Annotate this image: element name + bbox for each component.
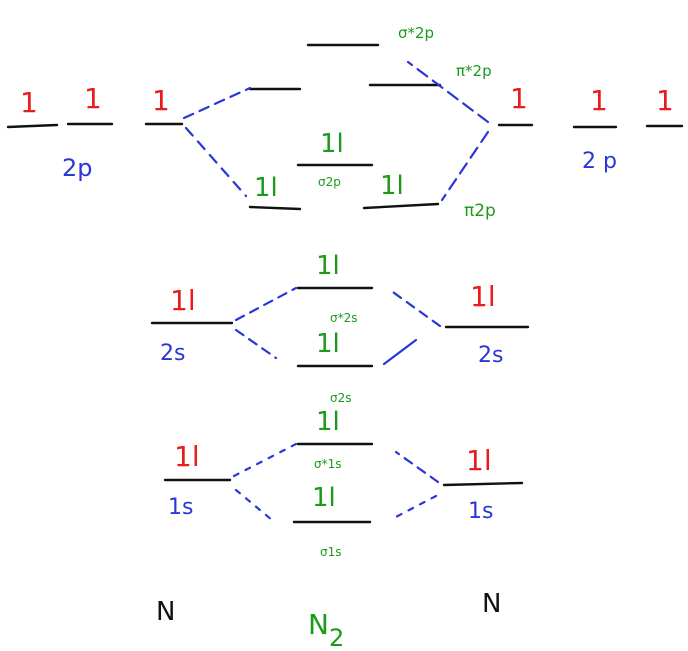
left-2s-electrons: 1l — [170, 284, 196, 317]
right-2p-electron-b: 1 — [590, 84, 608, 117]
left-2p-electron-b: 1 — [84, 82, 102, 115]
right-2p-electron-c: 1 — [656, 84, 674, 117]
pi-2p-electrons-b: 1l — [380, 171, 404, 201]
connector-left-1s-to-sigma — [234, 488, 274, 522]
connector-right-1s-to-sigma — [388, 494, 438, 522]
sigma-1s-electrons: 1l — [312, 483, 336, 513]
mo-2p-set: 1l 1l 1l σ*2p π*2p σ2p π2p — [248, 24, 496, 221]
pi-2p-electrons-a: 1l — [254, 173, 278, 203]
connector-right-2p-to-pi-star — [406, 60, 490, 124]
pi-2p-orbital-b — [362, 202, 440, 210]
right-2p-electron-a: 1 — [510, 82, 528, 115]
molecule-subscript: 2 — [329, 624, 344, 651]
left-atom-name: N — [156, 597, 175, 627]
atom-labels: N N N2 — [156, 589, 501, 651]
right-2s-electrons: 1l — [470, 280, 496, 313]
molecule-name: N2 — [308, 608, 344, 651]
right-2p-label: 2 p — [582, 149, 617, 174]
left-2p-electron-a: 1 — [20, 86, 38, 119]
left-1s-label: 1s — [168, 495, 193, 520]
connector-left-2s-to-sigma — [234, 328, 278, 360]
sigma-star-1s-label: σ*1s — [314, 457, 342, 471]
connector-right-2s-to-sigma-star — [388, 288, 442, 328]
left-2p-orbital-a — [6, 123, 59, 129]
pi-2p-label: π2p — [464, 201, 496, 221]
sigma-2p-label: σ2p — [318, 175, 341, 189]
connector-left-2p-to-pi — [184, 126, 248, 198]
sigma-star-2s-electrons: 1l — [316, 251, 340, 281]
sigma-star-1s-electrons: 1l — [316, 407, 340, 437]
left-2s-label: 2s — [160, 341, 185, 366]
right-1s-orbital — [442, 481, 524, 487]
connector-left-1s-to-sigma-star — [232, 442, 298, 478]
level-1s: 1l 1l 1l 1l 1s 1s σ*1s σ1s — [163, 407, 524, 559]
connector-left-2s-to-sigma-star — [234, 286, 298, 322]
right-1s-label: 1s — [468, 499, 493, 524]
right-atom-name: N — [482, 589, 501, 619]
sigma-2p-electrons: 1l — [320, 129, 344, 159]
left-1s-electrons: 1l — [174, 440, 200, 473]
sigma-2s-label: σ2s — [330, 391, 352, 405]
right-atom-2p: 1 1 1 2 p — [497, 82, 684, 174]
sigma-star-2p-label: σ*2p — [398, 24, 434, 42]
connector-right-2s-to-sigma — [382, 338, 418, 366]
pi-star-2p-label: π*2p — [456, 62, 492, 80]
right-1s-electrons: 1l — [466, 444, 492, 477]
connector-right-2p-to-pi — [440, 130, 490, 202]
molecule-symbol: N — [308, 608, 329, 641]
correlation-lines — [182, 60, 490, 522]
right-2s-label: 2s — [478, 343, 503, 368]
level-2s: 1l 1l 1l 1l 2s 2s σ*2s σ2s — [150, 251, 530, 405]
left-atom-2p: 1 1 1 2p — [6, 82, 184, 182]
connector-left-2p-to-pi-star — [182, 86, 252, 120]
sigma-2s-electrons: 1l — [316, 329, 340, 359]
left-2p-label: 2p — [62, 154, 93, 182]
sigma-star-2s-label: σ*2s — [330, 311, 358, 325]
pi-2p-orbital-a — [248, 205, 302, 211]
left-2p-electron-c: 1 — [152, 84, 170, 117]
sigma-1s-label: σ1s — [320, 545, 342, 559]
connector-right-1s-to-sigma-star — [394, 450, 440, 484]
